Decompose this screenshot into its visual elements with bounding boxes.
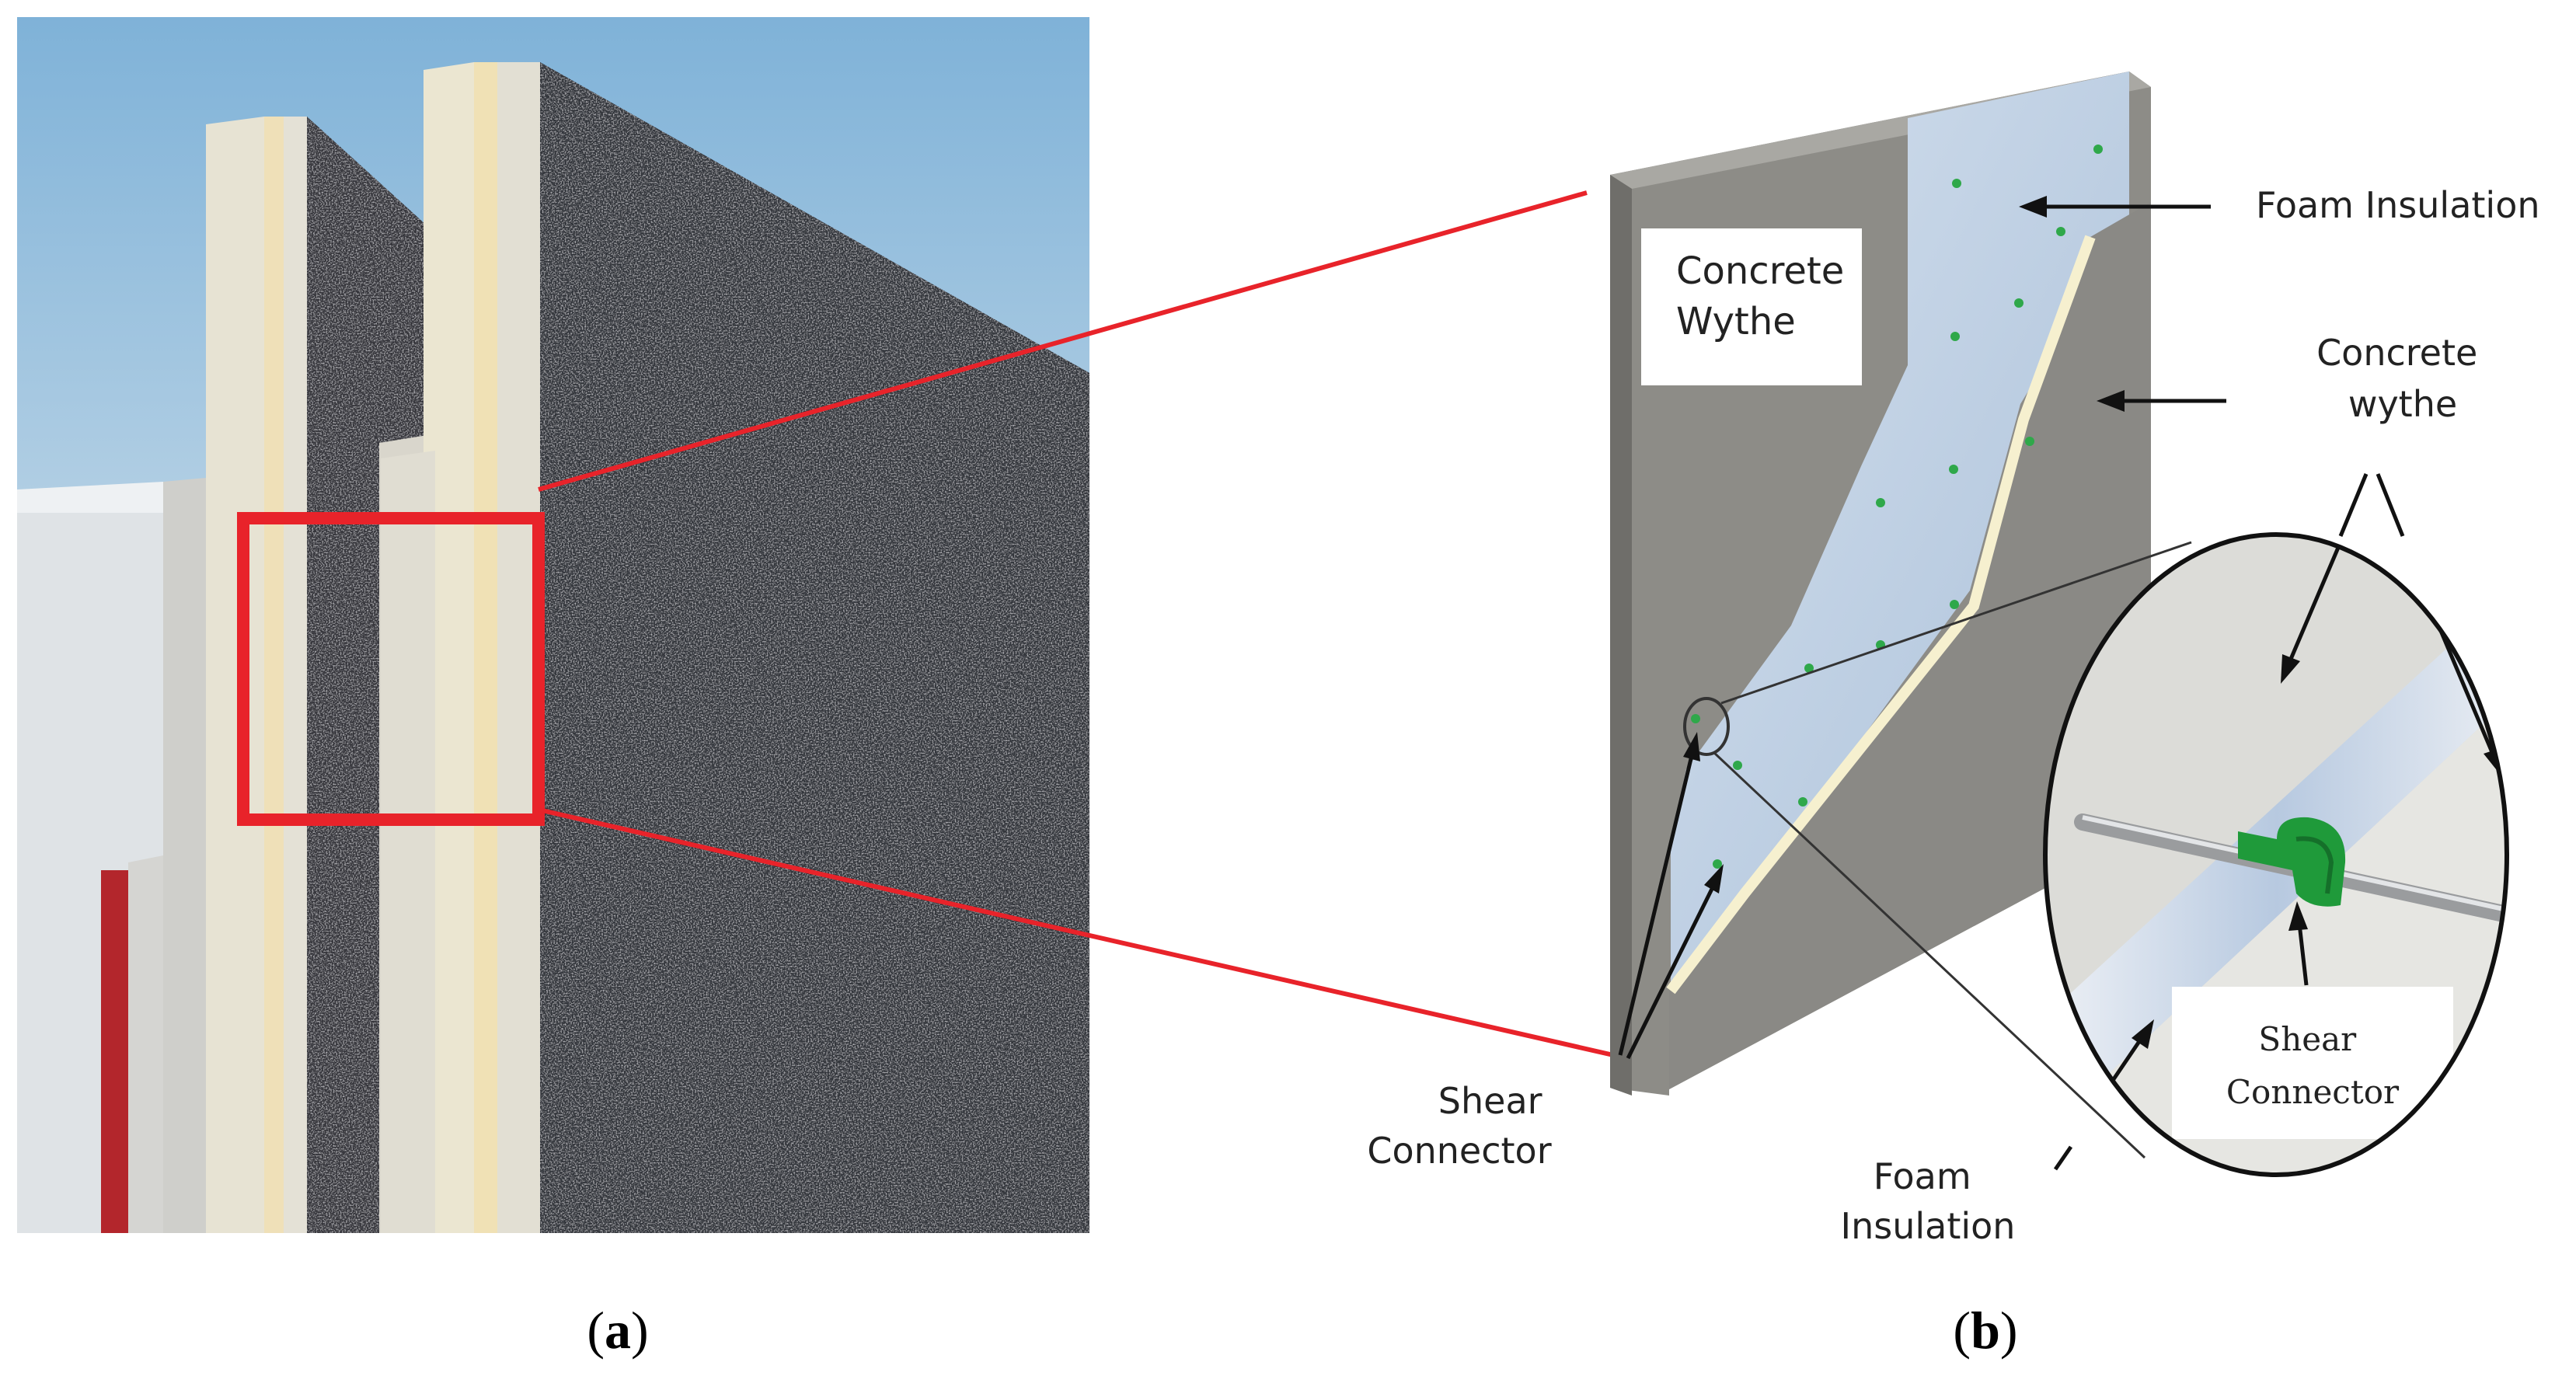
concrete-wythe-label-box bbox=[1641, 228, 1862, 385]
shear-connector-dots bbox=[1691, 145, 2103, 869]
detail-line-bottom bbox=[1712, 751, 2146, 1159]
arrow-concrete-wythe bbox=[2097, 390, 2125, 412]
zoom-line-top bbox=[538, 190, 1588, 492]
rear-concrete-slab bbox=[163, 478, 206, 1233]
highlight-box bbox=[237, 512, 545, 826]
caption-a: (a) bbox=[587, 1301, 648, 1360]
shear-connector-left-label: Shear Connector bbox=[1367, 1080, 1553, 1172]
front-concrete-wythe bbox=[1669, 202, 2151, 1089]
zoom-line-bottom bbox=[538, 807, 1621, 1059]
caption-b: (b) bbox=[1953, 1301, 2017, 1360]
foam-insulation-layer bbox=[1671, 71, 2129, 1006]
panel-b-diagram: Concrete Wythe Foam Insulation Concrete … bbox=[1367, 71, 2540, 1247]
panel-1-porous-face bbox=[540, 62, 1089, 1233]
panel-2-wythe-edge bbox=[206, 117, 264, 1233]
inset-label-box bbox=[2172, 987, 2453, 1139]
arrow-shear-left-1 bbox=[1683, 732, 1700, 761]
arrow-foam-top bbox=[2019, 196, 2047, 218]
arrow-wythe-inset-left bbox=[2281, 654, 2300, 684]
inset-detail: Shear Connector bbox=[2045, 535, 2507, 1175]
shear-connector-inset-label: Shear Connector bbox=[2226, 1020, 2400, 1111]
inset-ellipse bbox=[2043, 532, 2509, 1177]
panel-a-photo bbox=[17, 17, 1089, 1233]
foam-insulation-top-label: Foam Insulation bbox=[2256, 184, 2540, 226]
detail-circle bbox=[1683, 697, 1730, 756]
foam-insulation-bottom-label: Foam Insulation bbox=[1841, 1155, 2016, 1247]
concrete-wythe-label: Concrete Wythe bbox=[1676, 249, 1856, 343]
front-wythe-edge bbox=[1666, 235, 2096, 995]
panel-1-foam-layer bbox=[474, 62, 497, 1233]
arrow-foam-inset bbox=[2132, 1019, 2154, 1049]
panel-1-wythe-edge bbox=[424, 62, 474, 1233]
detail-line-top bbox=[1720, 541, 2192, 705]
concrete-wythe-right-label: Concrete wythe bbox=[2316, 332, 2489, 425]
arrow-shear-left-2 bbox=[1704, 864, 1724, 894]
